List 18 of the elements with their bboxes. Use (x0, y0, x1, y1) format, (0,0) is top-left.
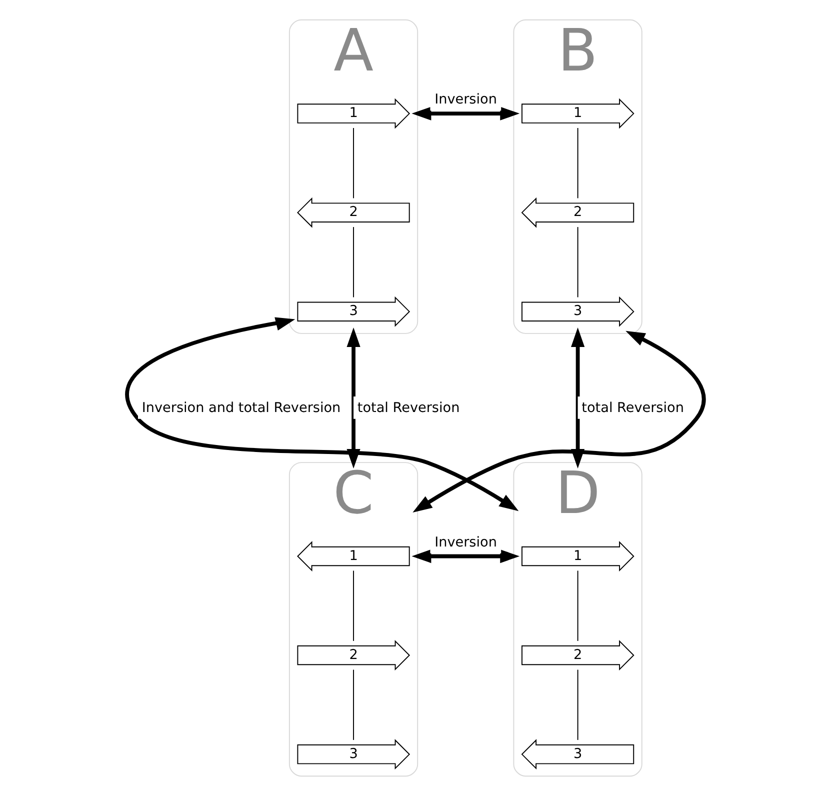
connector (353, 570, 354, 642)
edge-label: total Reversion (582, 400, 684, 416)
connector (577, 226, 578, 298)
connector (353, 128, 354, 199)
connector (577, 570, 578, 642)
arrow (412, 549, 520, 564)
arrow (412, 330, 706, 512)
arrow (346, 328, 360, 468)
edge-label: Inversion (434, 534, 497, 550)
arrow (125, 317, 519, 512)
connector (577, 669, 578, 740)
connector (353, 669, 354, 740)
edge-label: total Reversion (357, 400, 460, 416)
edge-label: Inversion and total Reversion (142, 400, 341, 416)
connector (353, 226, 354, 298)
arrow (412, 106, 520, 120)
connector (577, 128, 578, 199)
edge-label: Inversion (434, 92, 497, 108)
